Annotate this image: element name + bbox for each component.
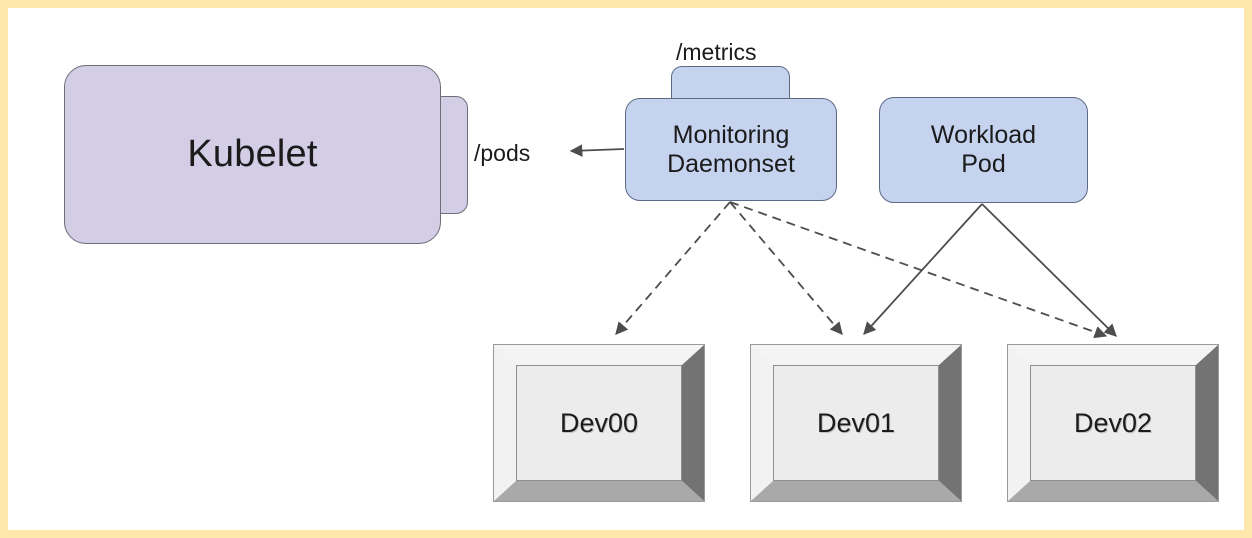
- node-device-dev00[interactable]: Dev00: [493, 344, 705, 502]
- kubelet-label: Kubelet: [187, 133, 318, 175]
- edge-workload-to-dev01: [863, 203, 983, 335]
- dev02-label: Dev02: [1073, 407, 1153, 438]
- dev01-frame: Dev01: [750, 344, 962, 502]
- node-device-dev02[interactable]: Dev02: [1007, 344, 1219, 502]
- edge-monitoring-to-dev02: [729, 201, 1108, 339]
- node-workload-pod[interactable]: Workload Pod: [879, 97, 1088, 203]
- node-device-dev01[interactable]: Dev01: [750, 344, 962, 502]
- monitoring-daemonset-label: Monitoring Daemonset: [667, 121, 795, 179]
- dev00-label: Dev00: [559, 407, 639, 438]
- workload-pod-label: Workload Pod: [931, 121, 1036, 179]
- monitoring-label-line2: Daemonset: [667, 149, 795, 178]
- dev00-frame: Dev00: [493, 344, 705, 502]
- dev01-face: Dev01: [773, 365, 939, 481]
- workload-label-line2: Pod: [961, 150, 1006, 178]
- edge-label-pods: /pods: [474, 140, 531, 166]
- dev02-face: Dev02: [1030, 365, 1196, 481]
- edge-monitoring-to-dev01: [729, 201, 843, 335]
- node-monitoring-daemonset[interactable]: Monitoring Daemonset: [625, 98, 837, 201]
- workload-label-line1: Workload: [930, 121, 1037, 149]
- edge-monitoring-to-dev00: [615, 201, 731, 335]
- monitoring-label-line1: Monitoring: [672, 120, 790, 149]
- edge-label-metrics: /metrics: [676, 39, 757, 65]
- dev02-frame: Dev02: [1007, 344, 1219, 502]
- edge-monitoring-to-kubelet: [569, 144, 625, 157]
- edge-workload-to-dev02: [981, 203, 1117, 337]
- dev00-face: Dev00: [516, 365, 682, 481]
- node-kubelet[interactable]: Kubelet: [64, 65, 441, 244]
- dev01-label: Dev01: [816, 407, 896, 438]
